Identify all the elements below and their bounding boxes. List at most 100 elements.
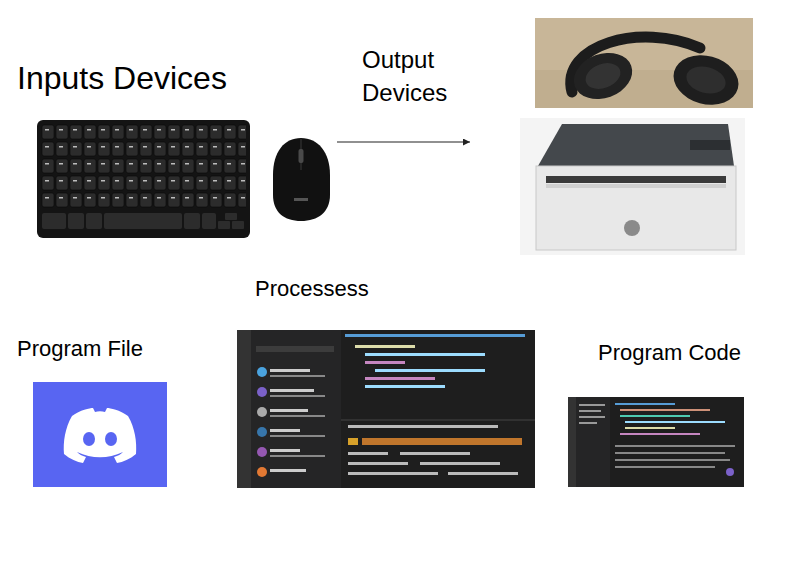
side-bar <box>251 330 341 488</box>
code-screenshot <box>568 397 744 487</box>
extension-line <box>270 469 306 472</box>
code-line <box>375 369 485 372</box>
terminal-line <box>348 452 388 455</box>
app-logo <box>33 382 167 487</box>
code-line <box>355 345 415 348</box>
logo-eye <box>105 432 117 446</box>
extension-icon <box>257 387 267 397</box>
mouse-body <box>273 138 330 221</box>
code-line <box>620 415 690 417</box>
terminal-line <box>348 472 438 475</box>
paper-slot <box>546 176 726 183</box>
key <box>232 221 244 229</box>
tree-line <box>579 416 605 418</box>
extension-line <box>270 375 325 377</box>
activity-bar <box>568 397 576 487</box>
key <box>184 213 200 229</box>
code-line <box>345 334 525 337</box>
key <box>68 213 84 229</box>
group-heading: Program File <box>17 336 143 362</box>
terminal-line <box>615 452 725 454</box>
code-line <box>620 409 710 411</box>
group-heading: Inputs Devices <box>17 59 227 97</box>
code-line <box>365 353 485 356</box>
ear-cup <box>567 45 638 107</box>
device-group: Output Devices <box>470 15 758 260</box>
file-tree <box>576 397 610 487</box>
terminal-line <box>448 472 518 475</box>
tree-line <box>579 404 605 406</box>
key <box>225 213 237 220</box>
keyboard-keys <box>41 124 246 209</box>
editor-screenshot <box>237 330 535 488</box>
tree-line <box>579 422 597 424</box>
group-heading: Processess <box>255 276 369 302</box>
panel-tabs <box>348 425 498 428</box>
panel-border <box>341 420 535 421</box>
extension-line <box>270 415 325 417</box>
scanner-lid <box>538 124 734 166</box>
group-heading: Output Devices <box>362 43 474 109</box>
extension-line <box>270 429 300 432</box>
headphones-photo <box>535 18 753 112</box>
terminal-line <box>615 445 735 447</box>
key <box>218 221 230 229</box>
code-line <box>615 403 675 405</box>
flow-arrow <box>337 141 470 142</box>
terminal-highlight <box>362 438 522 445</box>
terminal-line <box>615 459 730 461</box>
terminal-prompt <box>348 438 358 445</box>
code-line <box>365 385 445 388</box>
ear-pad <box>683 62 728 97</box>
group-heading: Program Code <box>598 340 741 366</box>
keyboard-body <box>37 120 250 238</box>
logo-mark <box>64 408 136 463</box>
key <box>202 213 216 229</box>
extension-line <box>270 369 310 372</box>
editor-window <box>237 330 535 488</box>
activity-bar <box>237 330 251 488</box>
tree-line <box>579 410 601 412</box>
terminal-line <box>348 462 408 465</box>
extension-line <box>270 449 300 452</box>
extension-icon <box>257 407 267 417</box>
code-line <box>625 427 675 429</box>
avatar <box>726 468 734 476</box>
extension-icon <box>257 467 267 477</box>
logo-eye <box>83 432 95 446</box>
key <box>86 213 102 229</box>
spacebar <box>104 213 182 229</box>
ear-pad <box>582 59 624 94</box>
device-group: Inputs Devices <box>15 55 337 245</box>
printer-photo <box>520 118 745 255</box>
terminal-line <box>400 452 470 455</box>
extension-icon <box>257 447 267 457</box>
extension-line <box>270 435 325 437</box>
mouse-wheel <box>299 149 304 163</box>
extension-icon <box>257 427 267 437</box>
terminal-line <box>615 466 715 468</box>
code-line <box>625 421 725 423</box>
extension-line <box>270 455 325 457</box>
code-line <box>365 377 435 380</box>
brand-logo <box>624 220 640 236</box>
device-group: Program Code <box>566 336 746 490</box>
extension-line <box>270 395 325 397</box>
photo-ground <box>520 118 745 255</box>
keyboard <box>37 120 250 238</box>
code-line <box>365 361 405 364</box>
device-group: Program File <box>15 334 172 490</box>
extension-line <box>270 409 308 412</box>
extension-line <box>270 389 314 392</box>
terminal-line <box>420 462 500 465</box>
mouse-logo <box>294 198 308 201</box>
logo-ground <box>33 382 167 487</box>
search-field <box>256 346 334 352</box>
paper-tray <box>546 184 726 188</box>
mouse <box>273 138 330 221</box>
ear-cup <box>668 48 744 111</box>
code-line <box>620 433 700 435</box>
printer-body <box>536 166 736 250</box>
device-group: Processess <box>235 272 537 490</box>
